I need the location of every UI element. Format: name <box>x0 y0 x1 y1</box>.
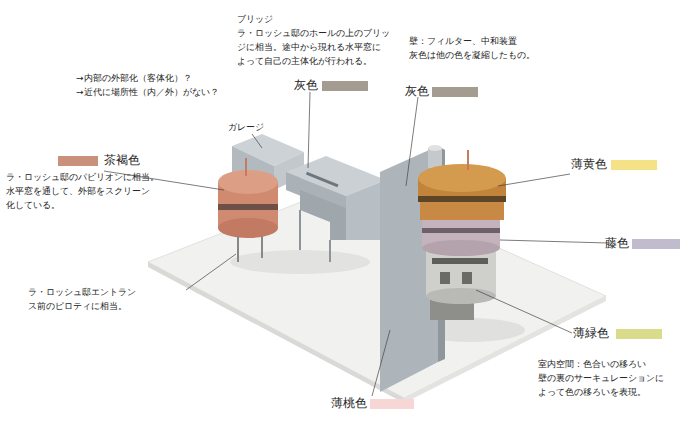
color-name: 灰色 <box>294 78 318 92</box>
color-swatch <box>632 239 680 249</box>
color-name: 灰色 <box>405 84 429 98</box>
color-swatch <box>432 87 478 97</box>
color-swatch <box>616 329 662 339</box>
color-swatch <box>58 156 98 166</box>
part-name: ブリッジ <box>237 12 317 26</box>
annotation-text: 壁：フィルター、中和装置 灰色は他の色を凝縮したもの。 <box>409 34 549 62</box>
color-name: 茶褐色 <box>104 153 140 167</box>
question-note: →内部の外部化（客体化）？ <box>76 71 226 85</box>
color-name: 薄桃色 <box>331 396 367 410</box>
annotation-text: ラ・ロッシュ邸エントラン ス前のピロティに相当。 <box>28 285 153 313</box>
annotation-text: ラ・ロッシュ邸のパビリオンに相当。 水平窓を通して、外部をスクリーン 化している… <box>6 170 171 212</box>
color-name: 薄黄色 <box>571 157 607 171</box>
color-swatch <box>611 160 657 170</box>
annotation-text: ラ・ロッシュ邸のホールの上のブリッ ジに相当。途中から現れる水平窓に よって自己… <box>237 26 402 68</box>
color-name: 藤色 <box>605 236 629 250</box>
annotation-text: 室内空間：色合いの移ろい 壁の裏のサーキュレーションに よって色の移ろいを表現。 <box>538 357 688 399</box>
color-swatch <box>322 81 368 91</box>
question-note: →近代に場所性（内／外）がない？ <box>76 85 246 99</box>
color-name: 薄緑色 <box>573 326 609 340</box>
part-name: ガレージ <box>228 120 288 134</box>
color-swatch <box>370 399 414 409</box>
